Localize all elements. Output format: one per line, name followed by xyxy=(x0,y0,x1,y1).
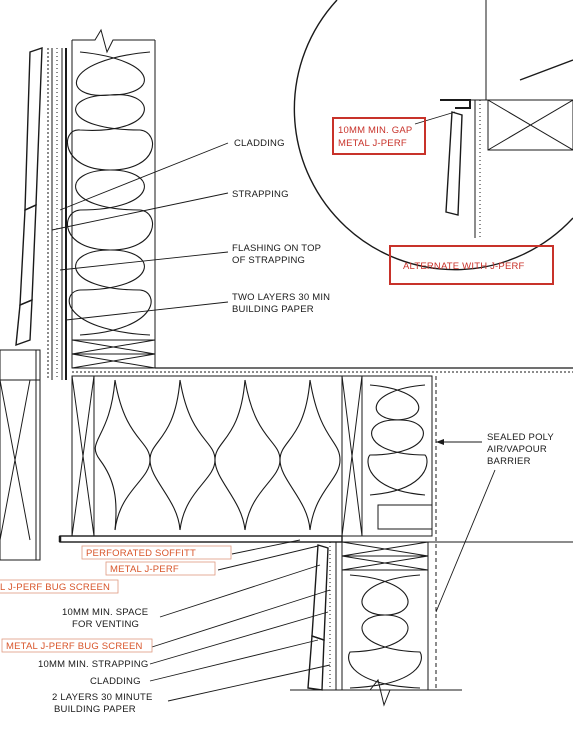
label-min-strapping: 10MM MIN. STRAPPING xyxy=(38,659,148,670)
label-gap-1: 10MM MIN. GAP xyxy=(338,125,412,136)
label-space-1: 10MM MIN. SPACE xyxy=(62,607,148,618)
label-metal-jperf: METAL J-PERF xyxy=(110,564,179,575)
alternate-caption-box xyxy=(389,245,554,285)
label-paper-top-2: BUILDING PAPER xyxy=(232,304,314,315)
jperf-bug-screen-box xyxy=(1,638,153,653)
detail-labels: 10MM MIN. GAP METAL J-PERF ALTERNATE WIT… xyxy=(332,117,554,285)
lower-wall xyxy=(290,541,573,707)
upper-insulation xyxy=(67,51,151,336)
label-flashing-1: FLASHING ON TOP xyxy=(232,243,321,254)
label-jperf-bug-left: L J-PERF BUG SCREEN xyxy=(0,582,110,593)
label-cladding-bottom: CLADDING xyxy=(90,676,141,687)
label-paper-top-1: TWO LAYERS 30 MIN xyxy=(232,292,330,303)
label-sealed-1: SEALED POLY xyxy=(487,432,554,443)
label-alternate: ALTERNATE WITH J-PERF xyxy=(403,261,525,272)
label-jperf-bug-screen: METAL J-PERF BUG SCREEN xyxy=(6,641,143,652)
detail-circle xyxy=(293,0,573,271)
jperf-bug-left-box xyxy=(0,579,119,594)
label-flashing-2: OF STRAPPING xyxy=(232,255,305,266)
floor-cantilever xyxy=(58,375,437,690)
label-space-2: FOR VENTING xyxy=(72,619,139,630)
leader-lines xyxy=(51,111,496,702)
label-sealed-3: BARRIER xyxy=(487,456,531,467)
label-paper-bottom-2: BUILDING PAPER xyxy=(54,704,136,715)
metal-jperf-box xyxy=(105,561,216,576)
label-sealed-2: AIR/VAPOUR xyxy=(487,444,547,455)
upper-wall xyxy=(15,28,573,380)
gap-box xyxy=(332,117,426,155)
perforated-soffit-box xyxy=(81,545,232,560)
upper-cladding xyxy=(15,47,43,347)
label-paper-bottom-1: 2 LAYERS 30 MINUTE xyxy=(52,692,153,703)
label-perforated-soffit: PERFORATED SOFFITT xyxy=(86,548,196,559)
label-gap-2: METAL J-PERF xyxy=(338,138,407,149)
label-cladding-top: CLADDING xyxy=(234,138,285,149)
labels-black: CLADDING STRAPPING FLASHING ON TOP OF ST… xyxy=(38,138,554,715)
left-wall-fragment xyxy=(0,349,41,561)
label-strapping: STRAPPING xyxy=(232,189,289,200)
labels-orange: PERFORATED SOFFITT METAL J-PERF L J-PERF… xyxy=(0,545,232,653)
